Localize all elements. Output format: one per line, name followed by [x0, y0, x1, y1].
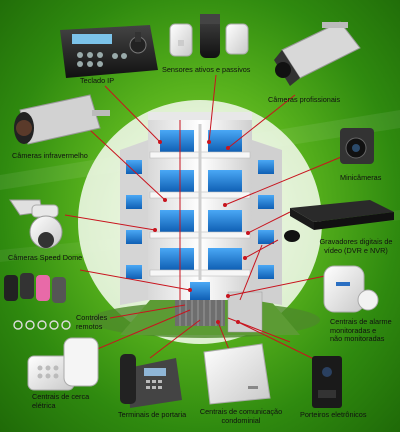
label-cameras-infravermelho: Câmeras infravermelho: [12, 151, 88, 160]
label-cameras-profissionais: Câmeras profissionais: [268, 95, 341, 104]
speed-dome-device: [9, 199, 63, 249]
minicamera-device: [340, 128, 374, 164]
label-teclado-ip: Teclado IP: [80, 76, 115, 85]
pro-camera-device: [274, 21, 361, 86]
keypad-ip-device: [60, 25, 158, 78]
label-sensores: Sensores ativos e passivos: [162, 65, 251, 74]
building-illustration: [120, 112, 282, 333]
infrared-camera-device: [14, 94, 110, 145]
portaria-terminal-device: [120, 354, 182, 408]
connection-lines: [64, 74, 347, 363]
label-speed-dome: Câmeras Speed Dome: [8, 253, 83, 262]
alarm-central-device: [323, 265, 379, 313]
remote-controls-device: [4, 273, 71, 330]
label-porteiros-eletronicos: Porteiros eletrônicos: [300, 410, 367, 419]
label-terminais-portaria: Terminais de portaria: [118, 410, 187, 419]
porteiro-device: [312, 356, 342, 408]
label-minicameras: Minicâmeras: [340, 173, 382, 182]
electric-fence-device: [27, 337, 99, 391]
communication-central-device: [203, 343, 271, 405]
dvr-device: [284, 200, 394, 242]
sensors-device: [169, 14, 249, 58]
